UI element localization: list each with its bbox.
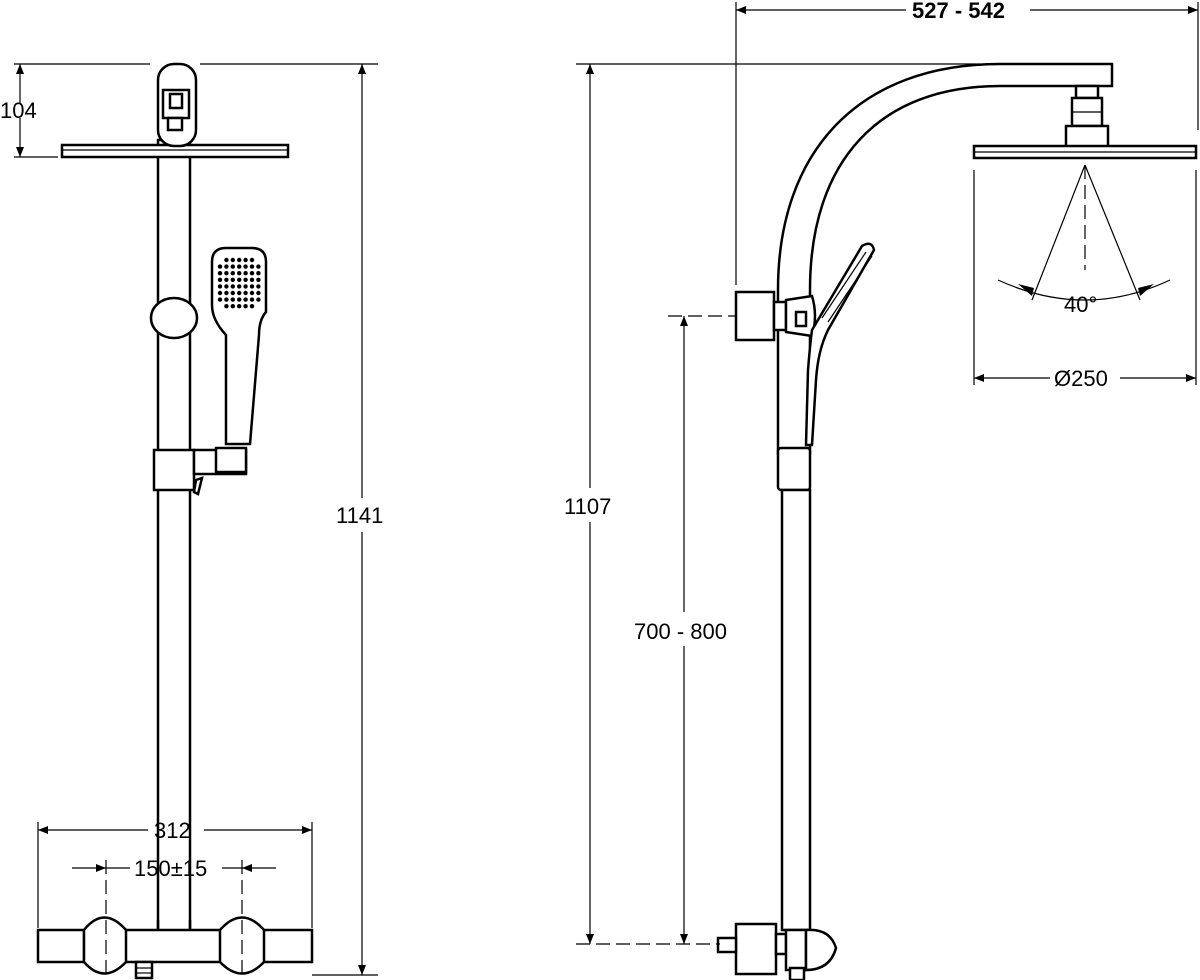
- dim-104-label: 104: [0, 98, 37, 123]
- wall-bracket: [734, 290, 776, 342]
- riser-pipe-side: [776, 446, 812, 492]
- dim-1107-label: 1107: [564, 494, 611, 519]
- hand-shower: [210, 246, 268, 446]
- dim-527-label: 527 - 542: [912, 0, 1005, 23]
- curved-arm: [776, 62, 1114, 455]
- dim-1141-label: 1141: [336, 503, 383, 528]
- left-valve-bulge: [82, 916, 128, 975]
- side-view: 40° Ø250 527 - 542: [564, 0, 1199, 980]
- dim-250-label: Ø250: [1054, 366, 1108, 391]
- thermostatic-mixer-side: [734, 922, 778, 976]
- dim-150-label: 150±15: [134, 856, 207, 881]
- hand-shower-side: [804, 242, 876, 447]
- dim-700-label: 700 - 800: [634, 619, 727, 644]
- dim-40deg-label: 40°: [1064, 292, 1097, 317]
- hand-shower-nozzles: [217, 257, 261, 309]
- hand-shower-holder: [152, 448, 196, 492]
- front-view: 104 1141 312 150±15: [0, 62, 383, 980]
- slider-knob: [149, 296, 199, 340]
- dim-312-label: 312: [154, 818, 191, 843]
- thermostatic-mixer: [36, 928, 314, 964]
